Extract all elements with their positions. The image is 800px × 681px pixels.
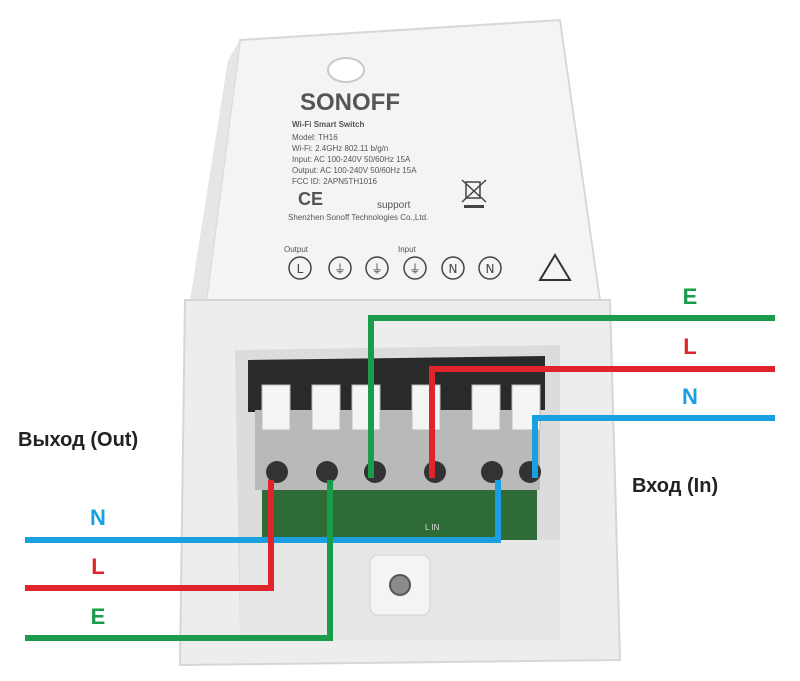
output-label-e: E: [91, 604, 106, 629]
svg-text:⏚: ⏚: [409, 262, 421, 276]
terminal-blocks: [261, 384, 541, 483]
output-side-label: Выход (Out): [18, 429, 138, 451]
ce-mark: CE: [298, 189, 323, 209]
input-side-label: Вход (In): [632, 475, 718, 497]
svg-text:N: N: [486, 262, 495, 276]
svg-text:N: N: [449, 262, 458, 276]
svg-text:L: L: [297, 262, 304, 276]
svg-text:⏚: ⏚: [334, 262, 346, 276]
device-housing: [178, 18, 622, 667]
terminal-glyph: ⏚: [328, 256, 352, 280]
input-label-e: E: [683, 284, 698, 309]
product-line: Wi-Fi Smart Switch: [292, 120, 364, 129]
weee-bin-icon: [461, 179, 487, 208]
terminal-glyph: N: [441, 256, 465, 280]
terminal-glyph: ⏚: [365, 256, 389, 280]
svg-text:⏚: ⏚: [371, 262, 383, 276]
input-rating: Input: AC 100-240V 50/60Hz 15A: [292, 155, 411, 164]
brand-logo: SONOFF: [300, 89, 400, 116]
wifi-text: Wi-Fi: 2.4GHz 802.11 b/g/n: [292, 144, 388, 153]
output-wire-e: [25, 480, 333, 641]
output-wire-l: [25, 480, 274, 591]
input-header: Input: [398, 245, 417, 254]
warning-icon: [538, 253, 572, 281]
output-label-l: L: [91, 554, 104, 579]
terminal-glyph: L: [288, 256, 312, 280]
manufacturer-text: Shenzhen Sonoff Technologies Co.,Ltd.: [288, 213, 428, 222]
output-rating: Output: AC 100-240V 50/60Hz 15A: [292, 166, 417, 175]
input-label-n: N: [682, 384, 698, 409]
wires: [25, 315, 775, 641]
output-wire-n: [25, 480, 501, 543]
terminal-glyph-row: L ⏚ ⏚ ⏚ N N: [288, 256, 502, 280]
terminal-glyph: ⏚: [403, 256, 427, 280]
input-wire-l: [429, 366, 775, 478]
terminal-glyph: N: [478, 256, 502, 280]
support-text: support: [377, 200, 411, 211]
pcb-label: L IN: [425, 523, 440, 532]
output-label-n: N: [90, 505, 106, 530]
output-header: Output: [284, 245, 309, 254]
fcc-id: FCC ID: 2APN5TH1016: [292, 177, 377, 186]
input-wire-n: [532, 415, 775, 478]
input-label-l: L: [683, 334, 696, 359]
model-text: Model: TH16: [292, 133, 338, 142]
input-wire-e: [368, 315, 775, 478]
